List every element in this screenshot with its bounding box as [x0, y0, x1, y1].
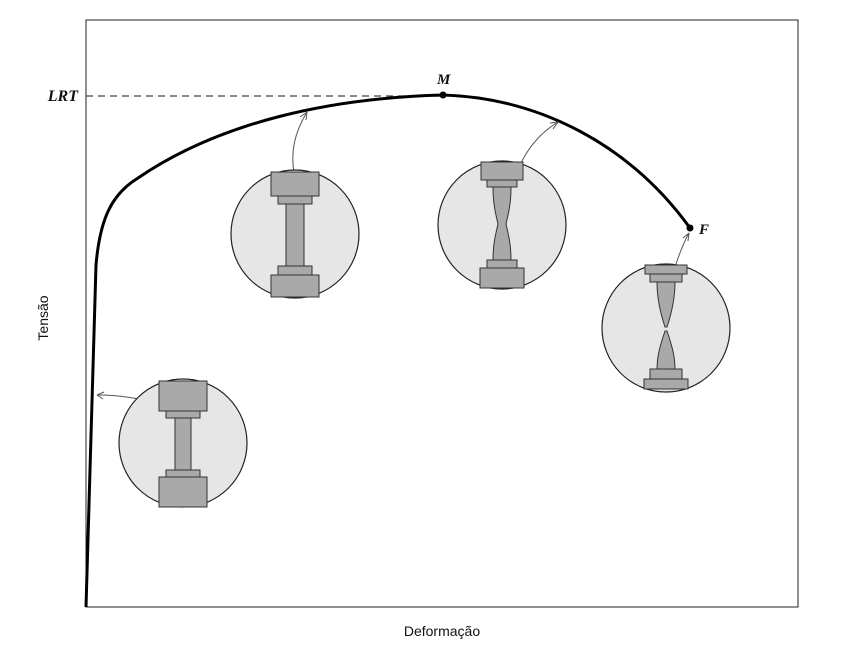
inset-elastic: [96, 378, 248, 508]
inset-uniform-pointer: [292, 111, 308, 173]
specimen-uniform-top-collar: [277, 195, 313, 205]
specimen-necking: [479, 161, 525, 289]
stress-strain-curve: [84, 93, 692, 608]
inset-fracture-arrowhead: [682, 232, 690, 242]
point-m-label: M: [436, 72, 451, 88]
specimen-uniform-bottom-grip: [270, 274, 320, 298]
specimen-elastic-top-grip: [158, 380, 208, 412]
specimen-fracture-top-collar: [649, 273, 683, 283]
specimen-elastic-top-collar: [165, 410, 201, 419]
inset-uniform-arrowhead: [299, 111, 308, 121]
specimen-uniform: [270, 171, 320, 298]
specimen-fracture-bottom-grip: [643, 378, 689, 390]
specimen-uniform-bottom-collar: [277, 265, 313, 276]
inset-necking-arrowhead: [549, 121, 559, 130]
inset-fracture: [601, 232, 731, 393]
inset-necking: [437, 121, 567, 290]
point-f-marker: [686, 224, 694, 232]
inset-fracture-pointer: [675, 232, 690, 265]
specimen-fracture-bottom-collar: [649, 368, 683, 380]
specimen-necking-top-collar: [486, 179, 518, 188]
specimen-fracture-upper-half: [656, 281, 676, 328]
point-f-label: F: [698, 222, 709, 238]
lrt-label: LRT: [47, 88, 79, 105]
specimen-necking-bottom-collar: [486, 259, 518, 269]
inset-fracture-circle: [601, 263, 731, 393]
specimen-uniform-top-grip: [270, 171, 320, 197]
y-axis-label: Tensão: [35, 295, 51, 340]
specimen-necking-top-grip: [480, 161, 524, 181]
point-m-marker: [439, 91, 447, 99]
specimen-fracture: [643, 264, 689, 390]
plot-frame: [85, 19, 799, 608]
inset-uniform: [230, 111, 360, 299]
inset-elastic-arrowhead: [96, 391, 105, 400]
specimen-necking-bottom-grip: [479, 267, 525, 289]
x-axis-label: Deformação: [404, 623, 480, 639]
inset-necking-pointer: [519, 121, 559, 166]
specimen-fracture-top-grip: [644, 264, 688, 275]
specimen-elastic-bottom-collar: [165, 469, 201, 478]
specimen-uniform-gauge: [285, 203, 305, 267]
specimen-elastic-bottom-grip: [158, 476, 208, 508]
specimen-elastic-gauge: [174, 417, 192, 471]
specimen-elastic: [158, 380, 208, 508]
